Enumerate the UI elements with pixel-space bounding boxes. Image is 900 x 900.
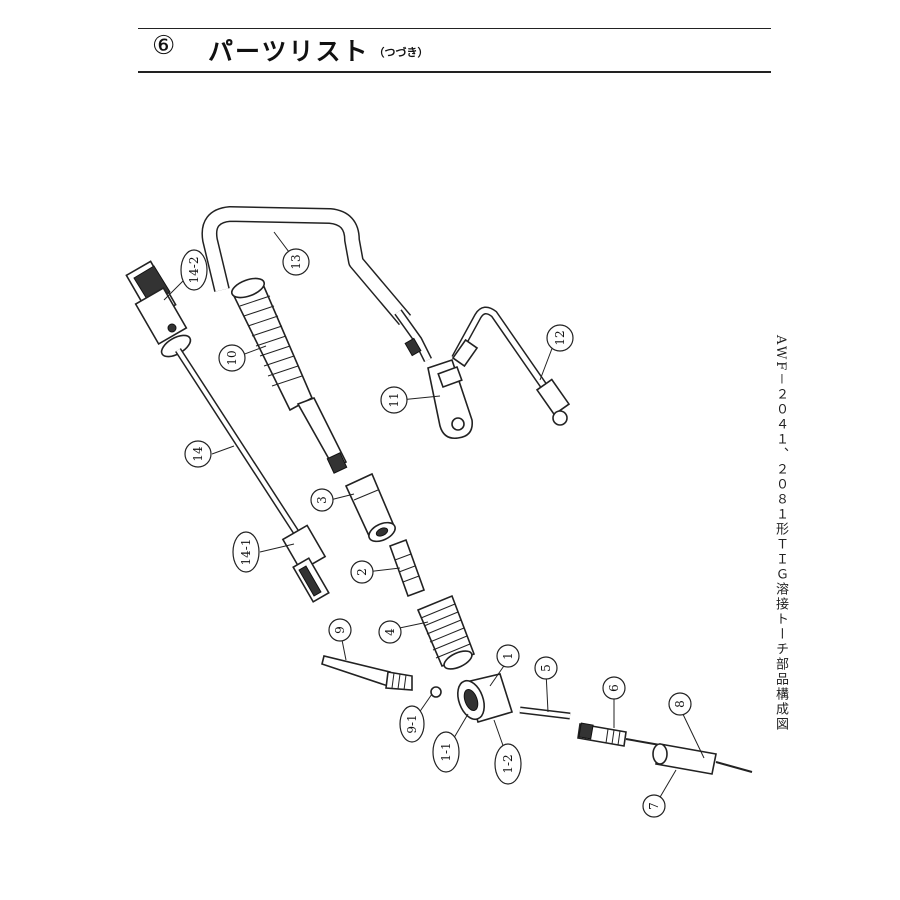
svg-text:1-1: 1-1 xyxy=(439,742,453,761)
callout-9: 9 xyxy=(328,618,352,642)
part-13-bent-tube xyxy=(201,206,433,363)
callout-8: 8 xyxy=(668,692,692,716)
callout-14-2: 14-2 xyxy=(180,249,208,291)
callout-1-2: 1-2 xyxy=(494,743,522,785)
part-12-gas-hose xyxy=(451,306,571,426)
figure-caption: AWF－２０４１、２０８１形ＴＩＧ溶接トーチ部品構成図 xyxy=(773,335,788,733)
svg-text:5: 5 xyxy=(539,664,553,672)
callout-3: 3 xyxy=(310,488,334,512)
part-5-electrode xyxy=(519,706,571,720)
svg-text:4: 4 xyxy=(383,628,397,636)
part-6-gas-lens xyxy=(577,722,661,747)
callout-5: 5 xyxy=(534,656,558,680)
callout-1: 1 xyxy=(496,644,520,668)
callout-14-1: 14-1 xyxy=(232,531,260,573)
part-8-rod xyxy=(715,761,753,773)
callout-10: 10 xyxy=(218,344,246,372)
callout-9-1: 9-1 xyxy=(399,705,425,743)
svg-text:6: 6 xyxy=(607,684,621,692)
callout-11: 11 xyxy=(380,386,408,414)
part-9-back-cap xyxy=(321,655,413,691)
svg-text:7: 7 xyxy=(647,802,661,810)
svg-text:13: 13 xyxy=(289,254,303,269)
callout-12: 12 xyxy=(546,324,574,352)
section-subtitle: （つづき） xyxy=(373,46,429,59)
callout-1-1: 1-1 xyxy=(432,731,460,773)
svg-text:14: 14 xyxy=(191,446,205,462)
callout-7: 7 xyxy=(642,794,666,818)
section-number: ⑥ xyxy=(152,31,176,61)
svg-text:14-2: 14-2 xyxy=(187,257,201,284)
part-7-sleeve xyxy=(652,743,717,775)
svg-text:14-1: 14-1 xyxy=(239,539,253,566)
svg-text:1: 1 xyxy=(501,652,515,660)
callout-6: 6 xyxy=(602,676,626,700)
svg-text:9: 9 xyxy=(333,626,347,634)
section-title-text: パーツリスト xyxy=(208,37,370,66)
part-3-collet-body xyxy=(344,472,396,543)
part-4-insulator xyxy=(416,594,476,670)
section-header: ⑥ パーツリスト（つづき） xyxy=(138,28,771,73)
svg-text:2: 2 xyxy=(355,568,369,576)
callout-14: 14 xyxy=(184,440,212,468)
callout-2: 2 xyxy=(350,560,374,584)
svg-text:3: 3 xyxy=(315,496,329,504)
callout-4: 4 xyxy=(378,620,402,644)
section-title: パーツリスト（つづき） xyxy=(208,32,429,68)
part-9-1-o-ring xyxy=(430,686,442,698)
part-14-2-connector xyxy=(125,260,192,358)
part-11-terminal xyxy=(427,358,474,440)
part-2-collet xyxy=(388,538,426,598)
svg-text:11: 11 xyxy=(387,392,401,407)
svg-text:1-2: 1-2 xyxy=(501,754,515,773)
part-14-1-cable-end xyxy=(281,524,330,603)
part-10-handle xyxy=(230,277,348,474)
svg-text:8: 8 xyxy=(673,700,687,708)
svg-text:10: 10 xyxy=(225,350,239,365)
svg-text:9-1: 9-1 xyxy=(405,714,419,733)
callout-13: 13 xyxy=(282,248,310,276)
part-1-nozzle xyxy=(457,673,514,723)
part-14-cable xyxy=(175,348,299,534)
svg-text:12: 12 xyxy=(553,330,567,345)
